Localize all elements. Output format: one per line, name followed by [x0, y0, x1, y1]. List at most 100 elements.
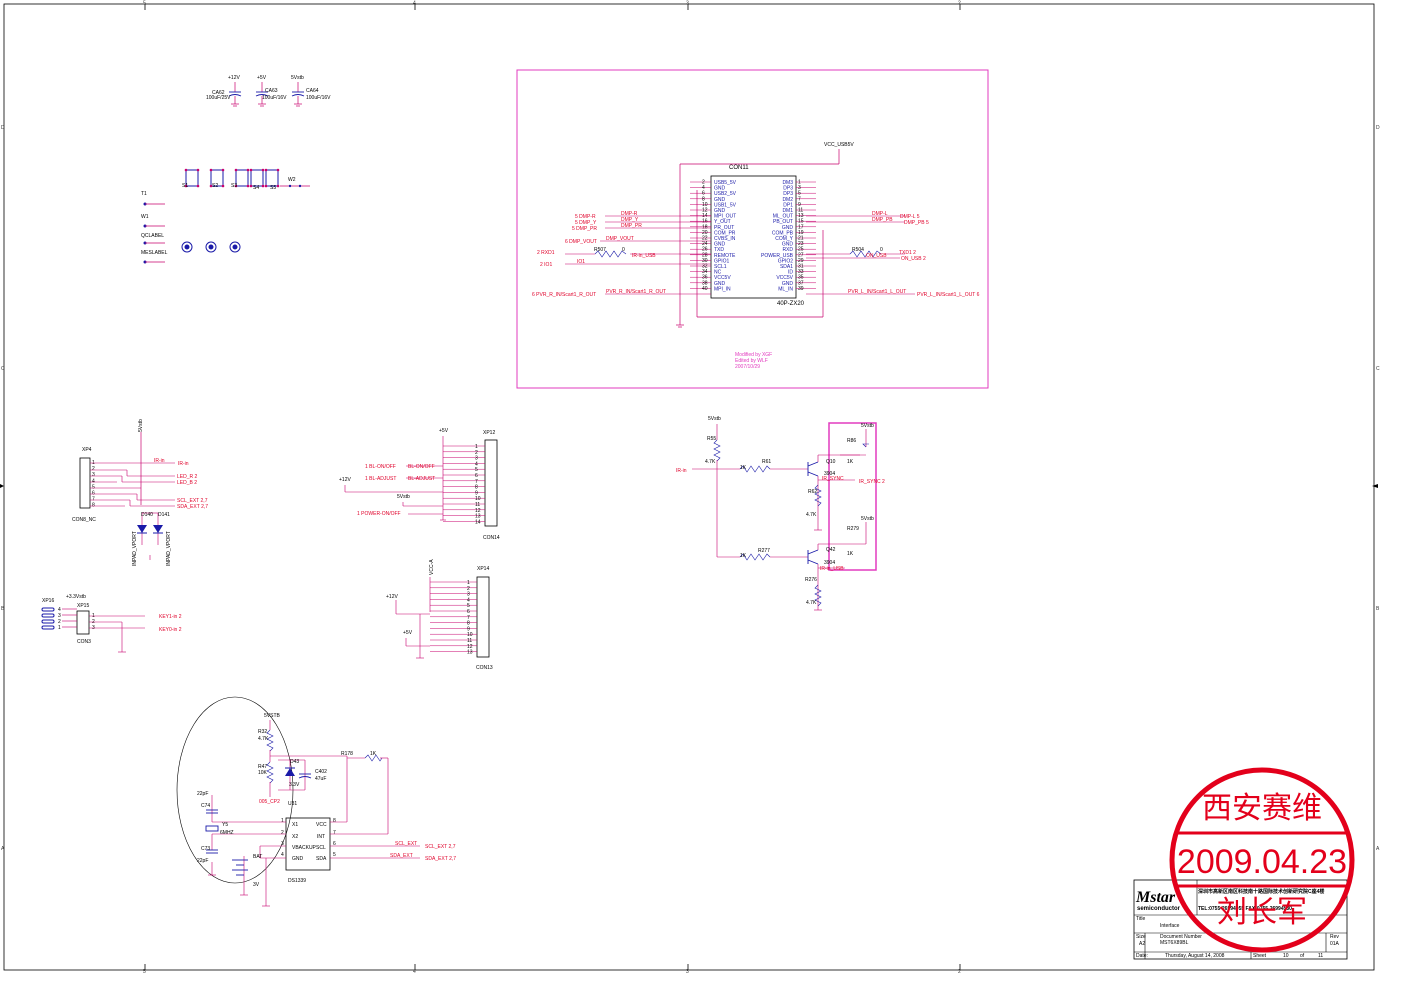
cap-ca63-value: 100uF/16V: [262, 95, 287, 101]
r276-value: 4.7K: [806, 600, 817, 606]
rev-label: Rev: [1330, 934, 1339, 940]
xp4-nets: IR-in IR-in LED_R 2 LED_B 2 SCL_EXT 2,7 …: [154, 458, 208, 510]
con11-right-pin-num: 3: [798, 185, 801, 191]
xp16-ref: XP16: [42, 598, 54, 604]
switch-s1-label: S1: [182, 183, 188, 189]
switch-s5: S5: [264, 168, 280, 191]
xp15-name: CON3: [77, 639, 91, 645]
con11-right-wires: [806, 215, 915, 295]
con11-right-pin-num: 11: [798, 208, 803, 214]
xp14-body: [476, 576, 490, 658]
sheet-label: Sheet: [1253, 953, 1267, 959]
rtc-circuit: 5VSTB U31 DS1339 X1 X2 VBACKUP GND VCC I…: [176, 696, 456, 907]
xp14-pin-num: 9: [467, 626, 470, 632]
switch-s4-label: S4: [253, 185, 259, 191]
r279-ref: R279: [847, 526, 859, 532]
net-sda-ext: SDA_EXT: [390, 853, 413, 859]
xp14-pin-num: 13: [467, 650, 473, 656]
u31-pin-names: X1 X2 VBACKUP GND VCC INT SCL SDA 1 2 3 …: [281, 818, 336, 862]
u31-pin-vcc: VCC: [316, 822, 327, 828]
net-port-io1: 2 IO1: [540, 262, 552, 268]
testpoint-w1-label: W1: [141, 214, 149, 220]
switch-s3-label: S3: [231, 183, 237, 189]
y5-ref: Y5: [222, 822, 228, 828]
cap-ca63-rail: +5V: [257, 75, 267, 81]
net-pvr-r: PVR_R_IN/Scart1_R_OUT: [606, 289, 666, 295]
net-port-key1-in: KEY1-in 2: [159, 614, 182, 620]
title-value: Interface: [1160, 923, 1180, 929]
xp12-name: CON14: [483, 535, 500, 541]
c402-ref: C402: [315, 769, 327, 775]
con11-right-pin-num: 37: [798, 280, 804, 286]
con11-left-pin-num: 24: [702, 241, 708, 247]
frame-arrow-marks: [0, 484, 1378, 488]
bat-value: 3V: [253, 882, 260, 888]
col-label-top-3: 3: [686, 1, 689, 7]
con11-right-pin-name: GND: [782, 225, 794, 231]
rtc-caps: [205, 773, 312, 876]
y5-value: 6MHZ: [220, 830, 234, 836]
xp14-pin-num: 12: [467, 644, 473, 650]
con11-right-pin-name: SDA1: [780, 264, 793, 270]
cap-ca62-value: 100uF/25V: [206, 95, 231, 101]
col-label-bottom-1: 5: [143, 969, 146, 975]
r55-ref: R55: [707, 436, 716, 442]
rtc-note: 005_CP2: [259, 799, 280, 805]
stamp-date: 2009.04.23: [1177, 843, 1347, 881]
date-label: Date:: [1136, 953, 1148, 959]
c73-ref: C73: [201, 846, 210, 852]
col-label-top-4: 2: [958, 1, 961, 7]
con11-left-pin-num: 32: [702, 264, 708, 270]
con11-left-pin-name: TXD: [714, 247, 724, 253]
cap-ca63: +5V CA63 100uF/16V: [255, 75, 287, 107]
net-port-sda-ext: SDA_EXT 2,7: [177, 504, 208, 510]
xp12-rail-5vstb: 5Vstb: [397, 494, 410, 500]
net-port-power-onoff: 1 POWER-ON/OFF: [357, 511, 401, 517]
ir-rail-2: 5Vstb: [861, 516, 874, 522]
diode-d141-name: INPAD_VPORT: [166, 531, 172, 566]
con11-title: CON11: [729, 165, 749, 171]
xp14-ref: XP14: [477, 566, 489, 572]
switch-s4: S4: [249, 168, 265, 191]
rtc-wires: [208, 720, 420, 907]
r276-ref: R276: [805, 577, 817, 583]
r279-value: 1K: [847, 551, 854, 557]
xp14-pin-num: 10: [467, 632, 473, 638]
net-port-bl-adjust: 1 BL-ADJUST: [365, 476, 396, 482]
r61-ref: R61: [762, 459, 771, 465]
col-label-bottom-4: 2: [958, 969, 961, 975]
xp12-pin-num: 9: [475, 490, 478, 496]
con11-left-pin-name: GND: [714, 281, 726, 287]
con11-right-pin-num: 21: [798, 236, 804, 242]
net-ir-in-label: IR-in: [676, 468, 687, 474]
con11-right-pin-num: 9: [798, 202, 801, 208]
r178-value: 1K: [370, 751, 377, 757]
docnum-label: Document Number: [1160, 934, 1202, 940]
switch-w2-label: W2: [288, 177, 296, 183]
con11-left-pin-name: USB5_5V: [714, 180, 737, 186]
net-dmp-r: DMP-R: [621, 211, 638, 217]
r277-value: 1K: [740, 553, 747, 559]
net-dmp-pr: DMP_PR: [621, 223, 642, 229]
con11-right-pin-name: PB_OUT: [773, 219, 793, 225]
ir-wires: [692, 424, 869, 611]
ir-rail: 5Vstb: [708, 416, 721, 422]
con11-left-pin-num: 4: [702, 185, 705, 191]
con11-right-pin-name: VCC5V: [776, 275, 793, 281]
rtc-rail: 5VSTB: [264, 713, 281, 719]
r47-value: 10K: [258, 770, 268, 776]
u31-num-8: 8: [333, 818, 336, 824]
con11-right-pin-name: COM_PB: [772, 230, 794, 236]
xp15-rail: +3.3Vstb: [66, 594, 86, 600]
note-line-2: Edited by WLF: [735, 358, 768, 364]
xp4-pin-num: 5: [92, 484, 95, 490]
con11-left-pin-name: GND: [714, 242, 726, 248]
xp16-pin-4: 4: [58, 607, 61, 613]
xp12-pin-num: 8: [475, 485, 478, 491]
r61-value: 1K: [740, 465, 747, 471]
xp12-pin-num: 11: [475, 502, 480, 508]
c73-value: 22pF: [197, 858, 208, 864]
xp12-pin-num: 4: [475, 461, 478, 467]
u31-pin-x2: X2: [292, 834, 298, 840]
